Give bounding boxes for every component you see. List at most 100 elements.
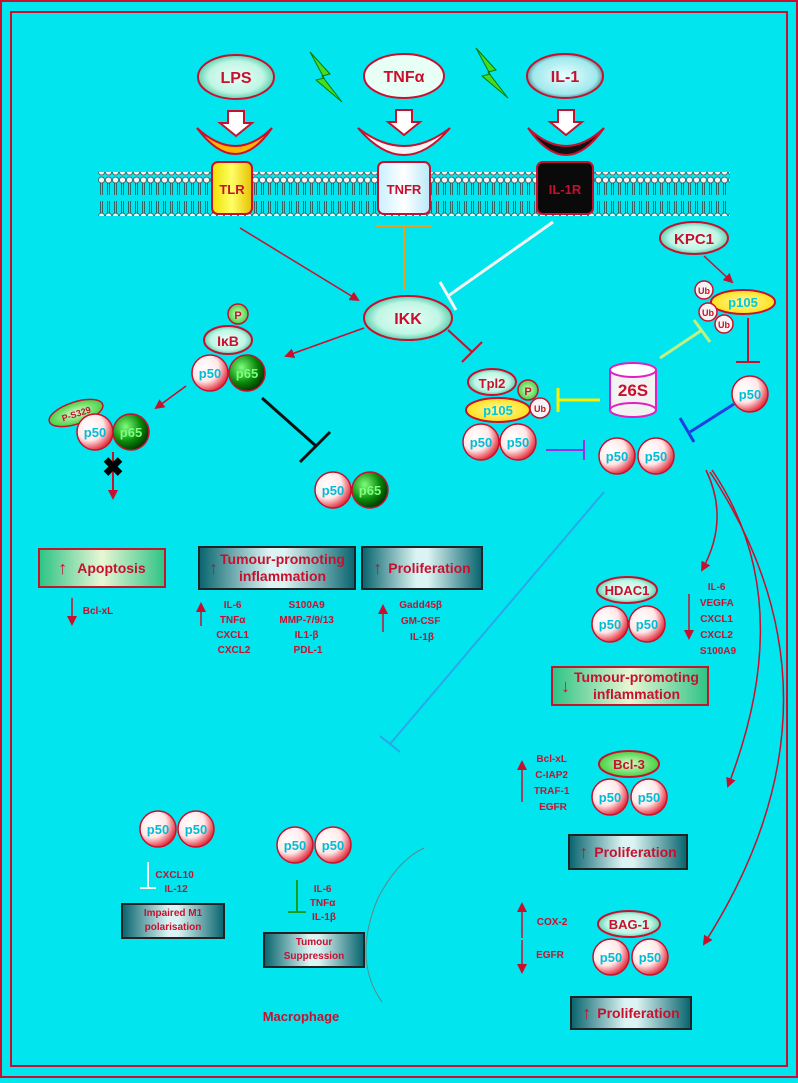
- suppression-label: Suppression: [283, 951, 345, 962]
- edge-dimer-bag1: [702, 471, 785, 946]
- bcl-xl-label: Bcl-xL: [83, 606, 114, 617]
- impaired-m1-label: Impaired M1: [143, 908, 203, 919]
- tumour-promoting-label: Tumour-promoting: [574, 669, 699, 685]
- tumour-label: Tumour: [295, 937, 333, 948]
- ub-label: Ub: [534, 404, 546, 414]
- ligand-lps: LPS: [197, 54, 275, 100]
- macro-inhibit-1: [140, 862, 156, 889]
- receptor-tnfr-label: TNFR: [387, 182, 422, 197]
- down-arrow-icon: [547, 109, 585, 137]
- edge-26s-inhibit: [556, 388, 600, 412]
- edge-tlr-ikk: [239, 227, 360, 302]
- ligand-il1-label: IL-1: [551, 69, 580, 86]
- p50-label: p50: [507, 435, 529, 450]
- receptor-tlr: TLR: [211, 161, 253, 215]
- receptor-tnfr: TNFR: [377, 161, 431, 215]
- phospho-label: P: [524, 386, 531, 398]
- tpl2-label: Tpl2: [479, 376, 506, 391]
- ligand-lps-label: LPS: [220, 70, 251, 87]
- hdac-genes: IL-6 VEGFA CXCL1 CXCL2 S100A9: [700, 582, 737, 657]
- block-x-icon: ✖: [102, 452, 124, 482]
- ikb-label: IκB: [217, 333, 239, 349]
- s26-label: 26S: [618, 381, 648, 400]
- ligand-tnfa-label: TNFα: [384, 69, 425, 86]
- receptor-cup-tnfr: [357, 127, 451, 156]
- inflammation-label: inflammation: [592, 686, 681, 702]
- edge-26s-p105-inhibit: [659, 319, 712, 360]
- p50-label: p50: [322, 838, 344, 853]
- edge-tpl2-dimer-inhibit: [546, 440, 585, 460]
- p50-label: p50: [638, 790, 660, 805]
- p50-label: p50: [606, 449, 628, 464]
- macro-genes-1: CXCL10 IL-12: [155, 870, 196, 895]
- edge-ikk-tpl2-inhibit: [447, 329, 483, 363]
- ub-label: Ub: [718, 320, 730, 330]
- down-arrow-icon: ↓: [561, 675, 571, 696]
- apoptosis-label: Apoptosis: [77, 560, 146, 576]
- lightning-icon: [475, 47, 509, 99]
- receptor-cup-tlr: [196, 127, 273, 155]
- edge-p105-p50-inhibit: [736, 318, 760, 363]
- p50-label: p50: [147, 822, 169, 837]
- macro-genes-2: IL-6 TNFα IL-1β: [310, 884, 338, 923]
- up-arrow-icon: ↑: [58, 557, 68, 578]
- complex-bag1: BAG-1 p50 p50: [592, 910, 669, 976]
- ub-label: Ub: [702, 308, 714, 318]
- proliferation-label: Proliferation: [597, 1005, 680, 1021]
- complex-ikb-p50-p65: P IκB p50 p65: [191, 303, 266, 392]
- complex-p50-dimer: p50 p50: [598, 437, 675, 475]
- apoptosis-box: ↑ Apoptosis: [38, 548, 166, 588]
- p50-label: p50: [470, 435, 492, 450]
- p50-label: p50: [645, 449, 667, 464]
- complex-ps329: P-S329 p50 p65: [48, 398, 150, 451]
- edge-il1r-ikk-inhibit: [438, 220, 554, 311]
- p50-label: p50: [199, 366, 221, 381]
- p105-label: p105: [483, 403, 513, 418]
- tumour-suppression-box: Tumour Suppression: [263, 932, 365, 968]
- receptor-tlr-label: TLR: [219, 182, 245, 197]
- complex-hdac1: HDAC1 p50 p50: [591, 576, 666, 643]
- edge-to-ps329: [154, 385, 187, 410]
- phospho-label: P: [234, 310, 241, 322]
- complex-p50-p65: p50 p65: [314, 471, 389, 509]
- complex-ub-p105: p105 Ub Ub Ub: [694, 280, 776, 334]
- proliferation-label: Proliferation: [594, 844, 677, 860]
- p50-label: p50: [600, 950, 622, 965]
- tumour-promoting-label: Tumour-promoting: [220, 551, 345, 567]
- macro-inhibit-2: [288, 880, 306, 913]
- tumour-promoting-box: ↑ Tumour-promoting inflammation: [198, 546, 356, 590]
- p50-label: p50: [599, 790, 621, 805]
- edge-kpc1-p105: [703, 255, 734, 284]
- edge-ikk-ikb: [284, 327, 365, 359]
- left-genes-col3: Gadd45β GM-CSF IL-1β: [399, 600, 445, 643]
- ligand-tnfa: TNFα: [363, 53, 445, 99]
- up-arrow-icon: ↑: [373, 557, 383, 578]
- lightning-icon: [309, 51, 343, 103]
- edge-dimer-bcl3: [711, 469, 762, 788]
- p50-label: p50: [739, 387, 761, 402]
- polarisation-label: polarisation: [144, 922, 202, 933]
- p50-label: p50: [639, 950, 661, 965]
- proteasome-26s: 26S: [609, 362, 657, 418]
- edge-tnfr-ikk-inhibit: [376, 225, 432, 290]
- up-arrow-icon: ↑: [579, 841, 589, 862]
- up-arrow-icon: ↑: [209, 557, 219, 578]
- p50-label: p50: [636, 617, 658, 632]
- macro-complex-2: p50 p50: [276, 826, 352, 864]
- node-ikk-label: IKK: [394, 311, 422, 328]
- ligand-il1: IL-1: [526, 53, 604, 99]
- macrophage-label: Macrophage: [263, 1009, 340, 1024]
- bag1-label: BAG-1: [609, 917, 649, 932]
- edge-complex-inhibit: [261, 396, 332, 464]
- bcl3-genes: Bcl-xL C-IAP2 TRAF-1 EGFR: [534, 754, 572, 813]
- node-kpc1: KPC1: [659, 221, 729, 255]
- receptor-cup-il1r: [527, 127, 605, 156]
- inner-frame: [10, 11, 788, 1067]
- complex-tpl2-p105: Tpl2 P p105 Ub p50 p50: [462, 368, 551, 461]
- edge-dimer-hdac1: [701, 469, 718, 572]
- p65-label: p65: [359, 483, 381, 498]
- p50-label: p50: [599, 617, 621, 632]
